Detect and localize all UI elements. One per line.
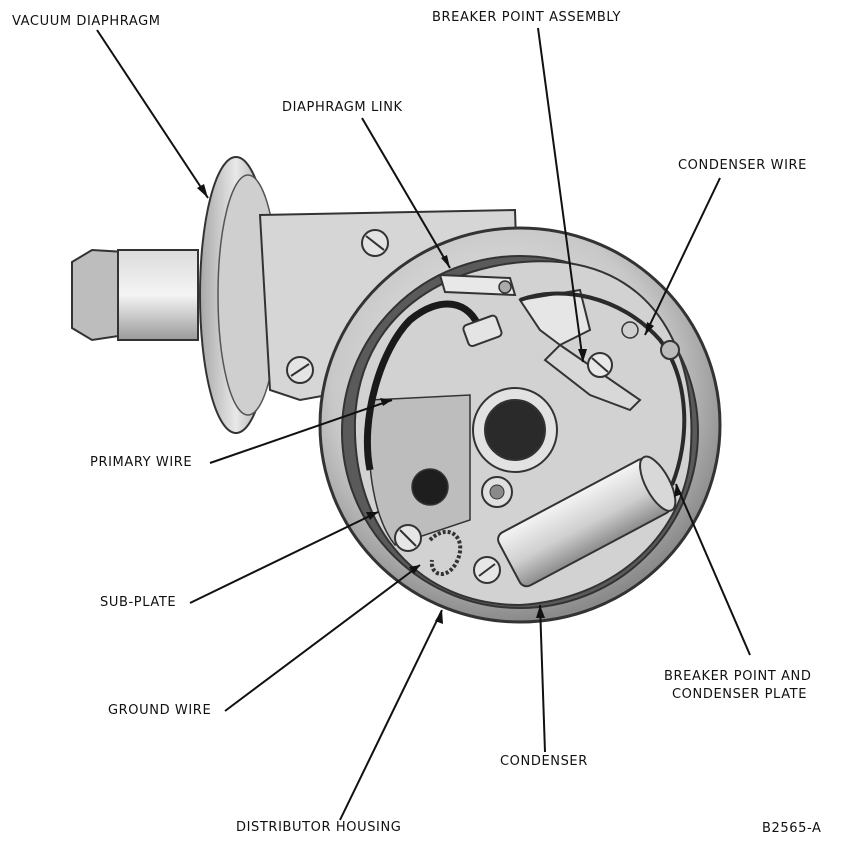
label-breaker-point-assembly: BREAKER POINT ASSEMBLY [432,10,622,25]
ground-wire [394,524,463,576]
leader-breaker-point-assembly [537,27,584,363]
label-breaker-plate-line2: CONDENSER PLATE [672,687,808,702]
leader-breaker-plate [675,483,751,656]
plate-hole [411,468,449,506]
label-primary-wire: PRIMARY WIRE [90,455,193,470]
leader-distributor-housing [339,609,443,821]
cam-center [411,387,558,508]
label-vacuum-diaphragm: VACUUM DIAPHRAGM [12,14,161,29]
leader-lines [96,27,751,821]
leader-primary-wire [209,399,393,464]
condenser-wire [519,291,687,486]
leader-condenser [539,604,546,753]
figure-id: B2565-A [762,821,822,836]
label-condenser: CONDENSER [500,754,588,769]
leader-diaphragm-link [361,117,451,269]
label-diaphragm-link: DIAPHRAGM LINK [282,100,403,115]
label-ground-wire: GROUND WIRE [108,703,212,718]
label-sub-plate: SUB-PLATE [100,595,177,610]
vacuum-shaft [117,249,199,341]
arrowheads [197,184,682,624]
leader-ground-wire [224,564,421,712]
primary-wire [363,300,503,471]
leader-vacuum-diaphragm [96,29,209,199]
label-condenser-wire: CONDENSER WIRE [678,158,807,173]
diaphragm-link [438,273,517,297]
condenser [473,455,677,588]
leader-condenser-wire [644,177,721,336]
label-breaker-plate-line1: BREAKER POINT AND [664,669,812,684]
label-distributor-housing: DISTRIBUTOR HOUSING [236,820,402,835]
breaker-point-assembly [518,288,642,412]
sub-plate [367,394,471,546]
leader-sub-plate [189,511,379,604]
